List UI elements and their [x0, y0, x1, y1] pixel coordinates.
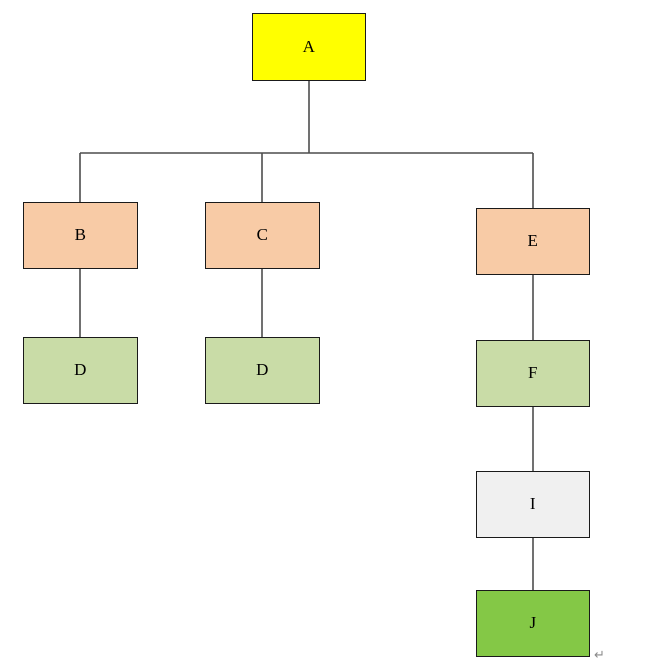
node-d-middle[interactable]: D — [205, 337, 320, 404]
node-i[interactable]: I — [476, 471, 590, 538]
node-a-label: A — [302, 36, 316, 56]
node-f-label: F — [528, 363, 538, 382]
node-j-label: J — [529, 613, 537, 632]
paragraph-return-mark: ↵ — [594, 647, 605, 662]
node-b-label: B — [74, 225, 87, 244]
node-c-label: C — [256, 225, 269, 244]
node-f[interactable]: F — [476, 340, 590, 407]
node-e-label: E — [527, 231, 539, 250]
node-d-left-label: D — [74, 360, 87, 379]
node-i-label: I — [529, 494, 537, 513]
node-a[interactable]: A — [252, 13, 366, 81]
node-d-middle-label: D — [256, 360, 269, 379]
node-e[interactable]: E — [476, 208, 590, 275]
edge-group — [79, 81, 534, 590]
node-j[interactable]: J — [476, 590, 590, 657]
node-b[interactable]: B — [23, 202, 138, 269]
node-d-left[interactable]: D — [23, 337, 138, 404]
node-c[interactable]: C — [205, 202, 320, 269]
